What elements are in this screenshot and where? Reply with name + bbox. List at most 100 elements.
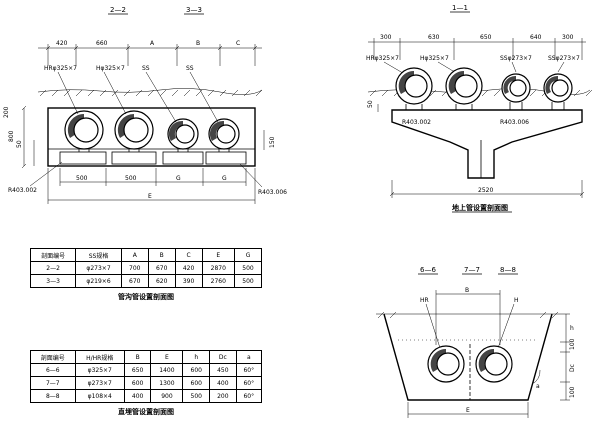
trench-section-view: 2—2 3—3 420 660 A B C xyxy=(3,6,287,204)
bottom-dim-500-2: 500 xyxy=(125,175,137,182)
bottom-dim-500-1: 500 xyxy=(76,175,88,182)
trench-pipe-h xyxy=(475,345,513,383)
pipe-label-ss-1: SS xyxy=(142,65,150,72)
table-cell: 2760 xyxy=(201,274,236,288)
table-header: 剖面编号 xyxy=(30,350,76,364)
table-header: B xyxy=(123,350,152,364)
table-header-row: 剖面编号 SS规格 A B C E G xyxy=(29,248,262,262)
table-header: C xyxy=(174,248,203,262)
table-header: H/HR规格 xyxy=(74,350,125,364)
total-dim-e: E xyxy=(148,193,152,200)
direct-burial-table-caption: 直埋管设置剖面图 xyxy=(118,408,174,416)
top-dim-b: B xyxy=(196,40,200,47)
table-cell: 600 xyxy=(182,363,211,377)
top-dim-660: 660 xyxy=(96,40,108,47)
table-cell: 3—3 xyxy=(29,274,77,288)
right-pipe-hr xyxy=(395,67,433,105)
table-cell: 670 xyxy=(147,261,176,275)
top-dim-a: A xyxy=(150,40,155,47)
table-cell: 200 xyxy=(209,389,237,403)
right-pipe-label-ss-1: SSφ273×7 xyxy=(500,55,532,62)
pipe-supports xyxy=(59,149,247,165)
bottom-dim-g-1: G xyxy=(176,175,181,182)
table-header-row: 剖面编号 H/HR规格 B E h Dc a xyxy=(30,350,263,364)
trench-pipe-hr xyxy=(427,345,465,383)
right-pipe-ss-2 xyxy=(543,73,573,103)
section-label-1-1: 1—1 xyxy=(452,4,468,12)
table-cell: 6—6 xyxy=(30,363,76,377)
table-cell: 670 xyxy=(120,274,149,288)
bottom-dim-g-2: G xyxy=(222,175,227,182)
pipe-label-ss-2: SS xyxy=(186,65,194,72)
table-cell: 600 xyxy=(123,376,152,390)
table-header: h xyxy=(182,350,211,364)
right-view-caption: 地上管设置剖面图 xyxy=(452,203,508,212)
trench-dim-h: h xyxy=(570,325,574,332)
pipe-label-hr: HRφ325×7 xyxy=(44,65,77,72)
table-row: 3—3 φ219×6 670 620 390 2760 500 xyxy=(29,274,262,288)
table-cell: φ325×7 xyxy=(74,363,125,377)
table-cell: φ108×4 xyxy=(74,389,125,403)
table-cell: 620 xyxy=(147,274,176,288)
table-cell: 8—8 xyxy=(30,389,76,403)
table-cell: 60° xyxy=(235,363,263,377)
trench-dim-100-top: 100 xyxy=(569,338,576,350)
table-header: Dc xyxy=(209,350,237,364)
right-pipe-label-hr: HRφ325×7 xyxy=(366,55,399,62)
table-cell: 700 xyxy=(120,261,149,275)
table-row: 7—7 φ273×7 600 1300 600 400 60° xyxy=(30,376,263,390)
table-cell: 7—7 xyxy=(30,376,76,390)
right-pipe-label-h: Hφ325×7 xyxy=(420,55,449,62)
table-cell: 500 xyxy=(182,389,211,403)
right-total-dim: 2520 xyxy=(478,187,493,194)
trench-dim-100-bottom: 100 xyxy=(569,386,576,398)
table-header: A xyxy=(120,248,149,262)
trench-dim-e: E xyxy=(466,407,470,414)
table-cell: 500 xyxy=(234,274,262,288)
trench-pipe-label-hr: HR xyxy=(420,297,429,304)
table-cell: 1400 xyxy=(150,363,184,377)
left-dim-50: 50 xyxy=(16,140,23,148)
table-header: E xyxy=(150,350,184,364)
table-cell: 2870 xyxy=(201,261,236,275)
section-label-6-6: 6—6 xyxy=(420,266,436,274)
right-pipe-label-ss-2: SSφ273×7 xyxy=(548,55,580,62)
right-dim-150: 150 xyxy=(269,136,276,148)
table-row: 2—2 φ273×7 700 670 420 2870 500 xyxy=(29,261,262,275)
table-row: 8—8 φ108×4 400 900 500 200 60° xyxy=(30,389,263,403)
pipe-ss-2 xyxy=(208,118,240,150)
trench-box xyxy=(47,107,256,167)
table-header: SS规格 xyxy=(75,248,122,262)
right-support-code-left: R403.002 xyxy=(402,119,431,126)
trench-table-caption: 管沟管设置剖面图 xyxy=(118,293,174,301)
section-label-3-3: 3—3 xyxy=(186,6,202,14)
table-cell: 2—2 xyxy=(29,261,77,275)
table-cell: 400 xyxy=(123,389,152,403)
table-cell: φ219×6 xyxy=(75,274,122,288)
table-cell: 1300 xyxy=(150,376,184,390)
section-label-2-2: 2—2 xyxy=(110,6,126,14)
table-cell: 600 xyxy=(182,376,211,390)
pipe-hr-1 xyxy=(64,110,104,150)
table-row: 6—6 φ325×7 650 1400 600 450 60° xyxy=(30,363,263,377)
left-dim-200: 200 xyxy=(3,106,10,118)
pipe-ss-1 xyxy=(167,118,199,150)
top-dim-c: C xyxy=(236,40,240,47)
direct-burial-spec-table: 剖面编号 H/HR规格 B E h Dc a 6—6 φ325×7 650 14… xyxy=(30,350,263,403)
table-header: G xyxy=(234,248,262,262)
table-cell: 900 xyxy=(150,389,184,403)
trench-spec-table: 剖面编号 SS规格 A B C E G 2—2 φ273×7 700 670 4… xyxy=(29,248,262,288)
trench-dim-a: a xyxy=(536,383,540,390)
right-top-dim-630: 630 xyxy=(428,34,440,41)
ground-line xyxy=(37,88,263,95)
table-cell: 450 xyxy=(209,363,237,377)
table-cell: 390 xyxy=(174,274,203,288)
right-top-dim-300-2: 300 xyxy=(562,34,574,41)
table-cell: φ273×7 xyxy=(74,376,125,390)
table-header: B xyxy=(147,248,176,262)
support-beam xyxy=(391,109,583,179)
top-dim-420: 420 xyxy=(56,40,68,47)
right-pipe-ss-1 xyxy=(501,73,531,103)
table-header: a xyxy=(235,350,263,364)
